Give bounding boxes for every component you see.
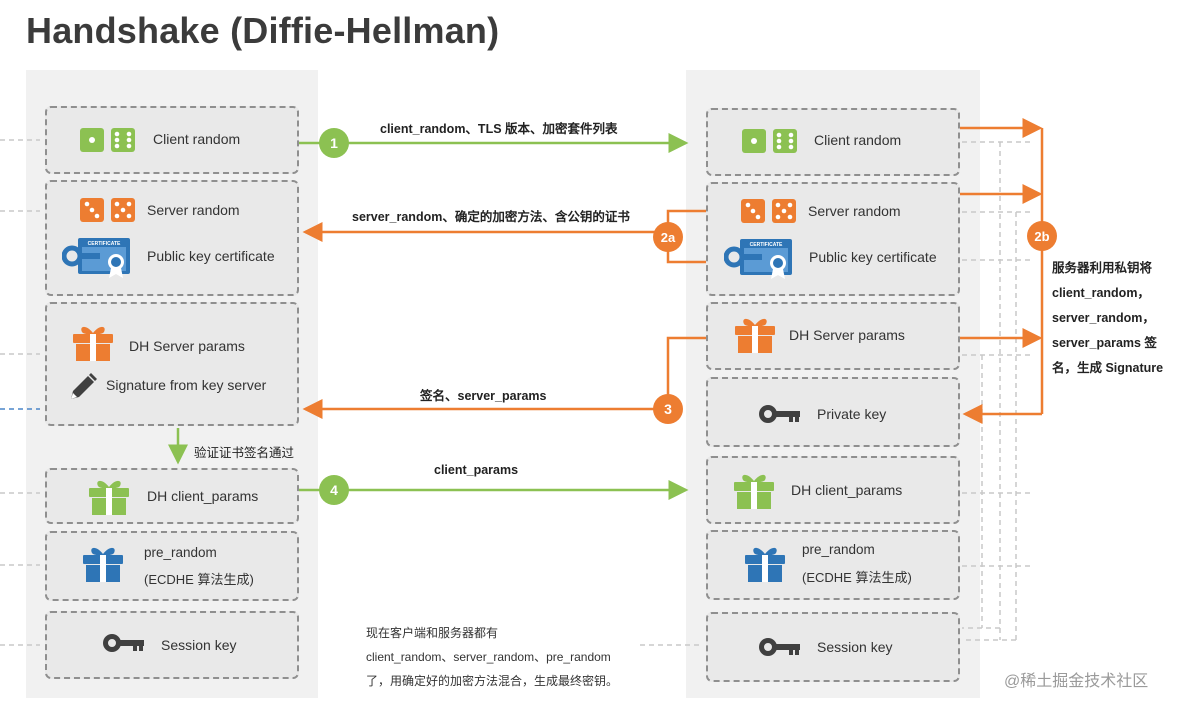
certificate-icon: CERTIFICATE <box>724 239 792 279</box>
server-server-random-label: Server random <box>808 203 901 219</box>
watermark: @稀土掘金技术社区 <box>1004 673 1149 690</box>
server-pre-random-sub-label: (ECDHE 算法生成) <box>802 570 912 585</box>
signature-label: Signature from key server <box>106 377 267 393</box>
signature-side-note: 服务器利用私钥将 client_random， server_random， s… <box>1052 256 1163 381</box>
step-1-badge: 1 <box>319 128 349 158</box>
server-box-session-key <box>706 612 960 682</box>
message-3-label: 签名、server_params <box>420 389 547 403</box>
page-title: Handshake (Diffie-Hellman) <box>26 10 500 51</box>
message-2a-label: server_random、确定的加密方法、含公钥的证书 <box>352 210 630 224</box>
client-box-client-random <box>45 106 299 174</box>
pre-random-sub-label: (ECDHE 算法生成) <box>144 572 254 587</box>
dh-server-params-label: DH Server params <box>129 338 245 354</box>
final-key-note-line: 现在客户端和服务器都有 <box>366 626 499 640</box>
svg-text:2b: 2b <box>1034 229 1049 244</box>
final-key-note-line: client_random、server_random、pre_random <box>366 650 611 664</box>
session-key-icon <box>759 638 800 656</box>
side-note-line: server_random， <box>1052 311 1155 325</box>
green-dice-icon <box>742 129 797 153</box>
step-3-badge: 3 <box>653 394 683 424</box>
client-random-label: Client random <box>153 131 241 147</box>
step-2b-badge: 2b <box>1027 221 1057 251</box>
client-box-dh-client-params <box>45 468 299 524</box>
final-key-note-line: 了，用确定好的加密方法混合，生成最终密钥。 <box>366 674 619 688</box>
session-key-icon <box>103 634 144 652</box>
green-gift-icon <box>734 474 774 509</box>
svg-text:2a: 2a <box>661 230 676 245</box>
orange-gift-icon <box>73 326 113 361</box>
final-key-note: 现在客户端和服务器都有 client_random、server_random、… <box>366 621 618 693</box>
server-random-label: Server random <box>147 202 240 218</box>
client-box-session-key <box>45 611 299 679</box>
message-1-label: client_random、TLS 版本、加密套件列表 <box>380 122 618 136</box>
server-dh-server-params-label: DH Server params <box>789 327 905 343</box>
svg-text:CERTIFICATE: CERTIFICATE <box>88 241 121 247</box>
verify-label: 验证证书签名通过 <box>194 446 295 460</box>
step-2a-badge: 2a <box>653 222 683 252</box>
private-key-icon <box>759 405 800 423</box>
dh-client-params-label: DH client_params <box>147 488 259 504</box>
side-note-line: 名，生成 Signature <box>1052 361 1164 375</box>
svg-text:4: 4 <box>330 482 338 498</box>
orange-dice-icon <box>741 199 796 223</box>
server-public-key-certificate-label: Public key certificate <box>809 249 937 265</box>
blue-gift-icon <box>83 547 123 582</box>
svg-text:1: 1 <box>330 135 338 151</box>
green-dice-icon <box>80 128 135 152</box>
orange-dice-icon <box>80 198 135 222</box>
server-box-private-key <box>706 377 960 447</box>
svg-text:3: 3 <box>664 401 672 417</box>
step-4-badge: 4 <box>319 475 349 505</box>
public-key-certificate-label: Public key certificate <box>147 248 275 264</box>
side-note-line: 服务器利用私钥将 <box>1052 261 1153 275</box>
server-session-key-label: Session key <box>817 639 893 655</box>
session-key-label: Session key <box>161 637 237 653</box>
message-4-label: client_params <box>434 463 519 477</box>
side-note-line: server_params 签 <box>1052 336 1157 350</box>
server-client-random-label: Client random <box>814 132 902 148</box>
server-box-dh-server-params <box>706 302 960 370</box>
blue-gift-icon <box>745 547 785 582</box>
certificate-icon: CERTIFICATE <box>62 238 130 278</box>
pencil-icon <box>71 373 97 399</box>
side-note-line: client_random， <box>1052 286 1150 300</box>
server-pre-random-label: pre_random <box>802 542 875 557</box>
server-private-key-label: Private key <box>817 406 887 422</box>
server-dh-client-params-label: DH client_params <box>791 482 903 498</box>
client-box-dh-server-params <box>45 302 299 426</box>
green-gift-icon <box>89 480 129 515</box>
orange-gift-icon <box>735 318 775 353</box>
svg-text:CERTIFICATE: CERTIFICATE <box>750 242 783 248</box>
pre-random-label: pre_random <box>144 545 217 560</box>
